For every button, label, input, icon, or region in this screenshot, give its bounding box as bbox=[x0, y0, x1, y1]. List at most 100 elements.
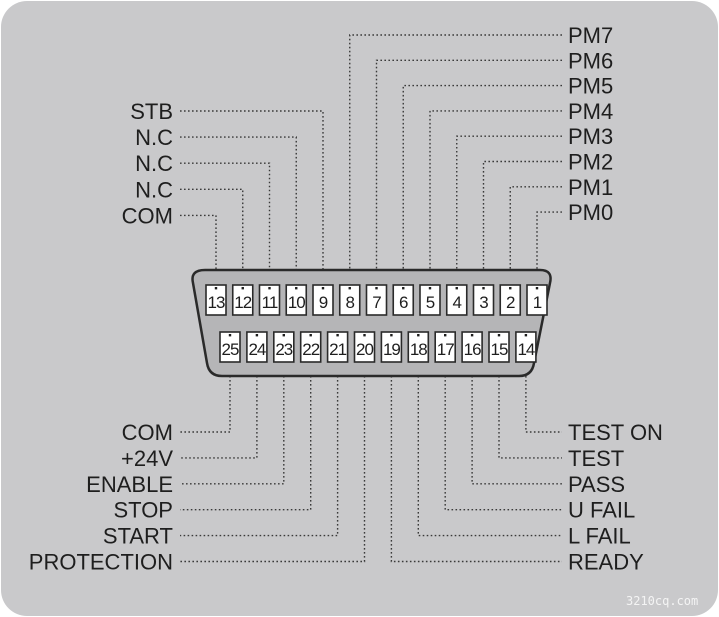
pin-15: 15 bbox=[488, 331, 510, 363]
leader-pm1 bbox=[509, 186, 562, 283]
label-right-bottom-0: TEST ON bbox=[568, 420, 663, 445]
pin-25: 25 bbox=[219, 331, 241, 363]
pin-6: 6 bbox=[392, 284, 415, 316]
pin-7: 7 bbox=[365, 284, 388, 316]
pin-number: 23 bbox=[275, 340, 292, 359]
pin-number: 8 bbox=[346, 293, 355, 312]
pin-number: 22 bbox=[302, 340, 319, 359]
leader-lines bbox=[180, 34, 562, 563]
pin-number: 9 bbox=[319, 293, 328, 312]
leader-left-top-4 bbox=[180, 214, 217, 283]
pin-21: 21 bbox=[326, 331, 349, 363]
pin-1: 1 bbox=[526, 284, 548, 316]
label-pm2: PM2 bbox=[568, 150, 613, 175]
pin-14: 14 bbox=[515, 331, 537, 363]
pin-24: 24 bbox=[246, 331, 268, 363]
pin-8: 8 bbox=[338, 284, 361, 316]
leader-right-bottom-0 bbox=[525, 364, 562, 433]
pin-number: 16 bbox=[464, 340, 481, 359]
pin-number: 12 bbox=[234, 293, 251, 312]
label-left-bottom-0: COM bbox=[122, 420, 173, 445]
leader-pm6 bbox=[375, 59, 562, 283]
label-left-bottom-3: STOP bbox=[113, 498, 173, 523]
pin-10: 10 bbox=[285, 284, 308, 316]
leader-left-bottom-1 bbox=[180, 364, 258, 459]
label-pm3: PM3 bbox=[568, 124, 613, 149]
label-right-bottom-2: PASS bbox=[568, 472, 625, 497]
pin-number: 10 bbox=[288, 293, 305, 312]
pin-number: 20 bbox=[356, 340, 373, 359]
label-left-bottom-5: PROTECTION bbox=[29, 550, 173, 575]
label-left-bottom-2: ENABLE bbox=[86, 472, 173, 497]
pin-number: 1 bbox=[533, 293, 542, 312]
pin-number: 15 bbox=[491, 340, 508, 359]
leader-left-bottom-5 bbox=[180, 364, 366, 563]
label-pm7: PM7 bbox=[568, 23, 613, 48]
pin-number: 18 bbox=[410, 340, 427, 359]
label-left-top-0: STB bbox=[130, 99, 173, 124]
pin-number: 5 bbox=[426, 293, 435, 312]
signal-labels: PM7PM6PM5PM4PM3PM2PM1PM0STBN.CN.CN.CCOMC… bbox=[29, 23, 663, 575]
label-right-bottom-5: READY bbox=[568, 550, 644, 575]
label-left-bottom-4: START bbox=[103, 524, 173, 549]
leader-right-bottom-5 bbox=[390, 364, 562, 563]
pin-number: 13 bbox=[208, 293, 225, 312]
label-right-bottom-1: TEST bbox=[568, 446, 624, 471]
pin-number: 14 bbox=[517, 340, 534, 359]
pin-number: 4 bbox=[453, 293, 462, 312]
pin-12: 12 bbox=[231, 284, 254, 316]
pin-number: 11 bbox=[262, 293, 278, 312]
watermark: 3210cq.com bbox=[626, 594, 698, 608]
leader-pm3 bbox=[456, 135, 562, 283]
leader-left-bottom-3 bbox=[180, 364, 312, 511]
pin-23: 23 bbox=[272, 331, 295, 363]
label-pm5: PM5 bbox=[568, 74, 613, 99]
label-left-top-2: N.C bbox=[135, 151, 173, 176]
pin-3: 3 bbox=[472, 284, 495, 316]
pin-18: 18 bbox=[407, 331, 430, 363]
pin-number: 6 bbox=[399, 293, 408, 312]
leader-left-bottom-4 bbox=[180, 364, 339, 537]
leader-right-bottom-3 bbox=[444, 364, 562, 511]
leader-left-top-3 bbox=[180, 188, 244, 283]
pin-17: 17 bbox=[434, 331, 457, 363]
leader-left-bottom-2 bbox=[180, 364, 285, 485]
label-left-top-3: N.C bbox=[135, 177, 173, 202]
pin-number: 21 bbox=[329, 340, 346, 359]
pin-22: 22 bbox=[299, 331, 322, 363]
pin-number: 7 bbox=[372, 293, 381, 312]
pin-20: 20 bbox=[353, 331, 376, 363]
pin-11: 11 bbox=[258, 284, 281, 316]
label-left-bottom-1: +24V bbox=[121, 446, 173, 471]
label-left-top-4: COM bbox=[122, 203, 173, 228]
pin-5: 5 bbox=[419, 284, 441, 316]
pin-4: 4 bbox=[445, 284, 468, 316]
label-pm6: PM6 bbox=[568, 48, 613, 73]
pin-number: 2 bbox=[506, 293, 515, 312]
leader-left-top-2 bbox=[180, 162, 271, 283]
pin-number: 25 bbox=[222, 340, 239, 359]
pin-2: 2 bbox=[499, 284, 522, 316]
leader-pm0 bbox=[536, 211, 562, 283]
leader-pm4 bbox=[429, 110, 562, 283]
pin-number: 19 bbox=[383, 340, 400, 359]
label-pm4: PM4 bbox=[568, 99, 613, 124]
pin-9: 9 bbox=[312, 284, 334, 316]
pin-13: 13 bbox=[205, 284, 227, 316]
label-right-bottom-3: U FAIL bbox=[568, 498, 635, 523]
leader-left-bottom-0 bbox=[180, 364, 231, 433]
pin-number: 24 bbox=[248, 340, 265, 359]
label-right-bottom-4: L FAIL bbox=[568, 524, 631, 549]
pin-number: 3 bbox=[479, 293, 488, 312]
pin-16: 16 bbox=[461, 331, 483, 363]
leader-pm5 bbox=[402, 84, 562, 283]
label-pm0: PM0 bbox=[568, 200, 613, 225]
label-left-top-1: N.C bbox=[135, 125, 173, 150]
pin-19: 19 bbox=[380, 331, 403, 363]
label-pm1: PM1 bbox=[568, 175, 613, 200]
pin-number: 17 bbox=[437, 340, 454, 359]
leader-left-top-1 bbox=[180, 136, 297, 283]
leader-pm7 bbox=[349, 34, 562, 283]
